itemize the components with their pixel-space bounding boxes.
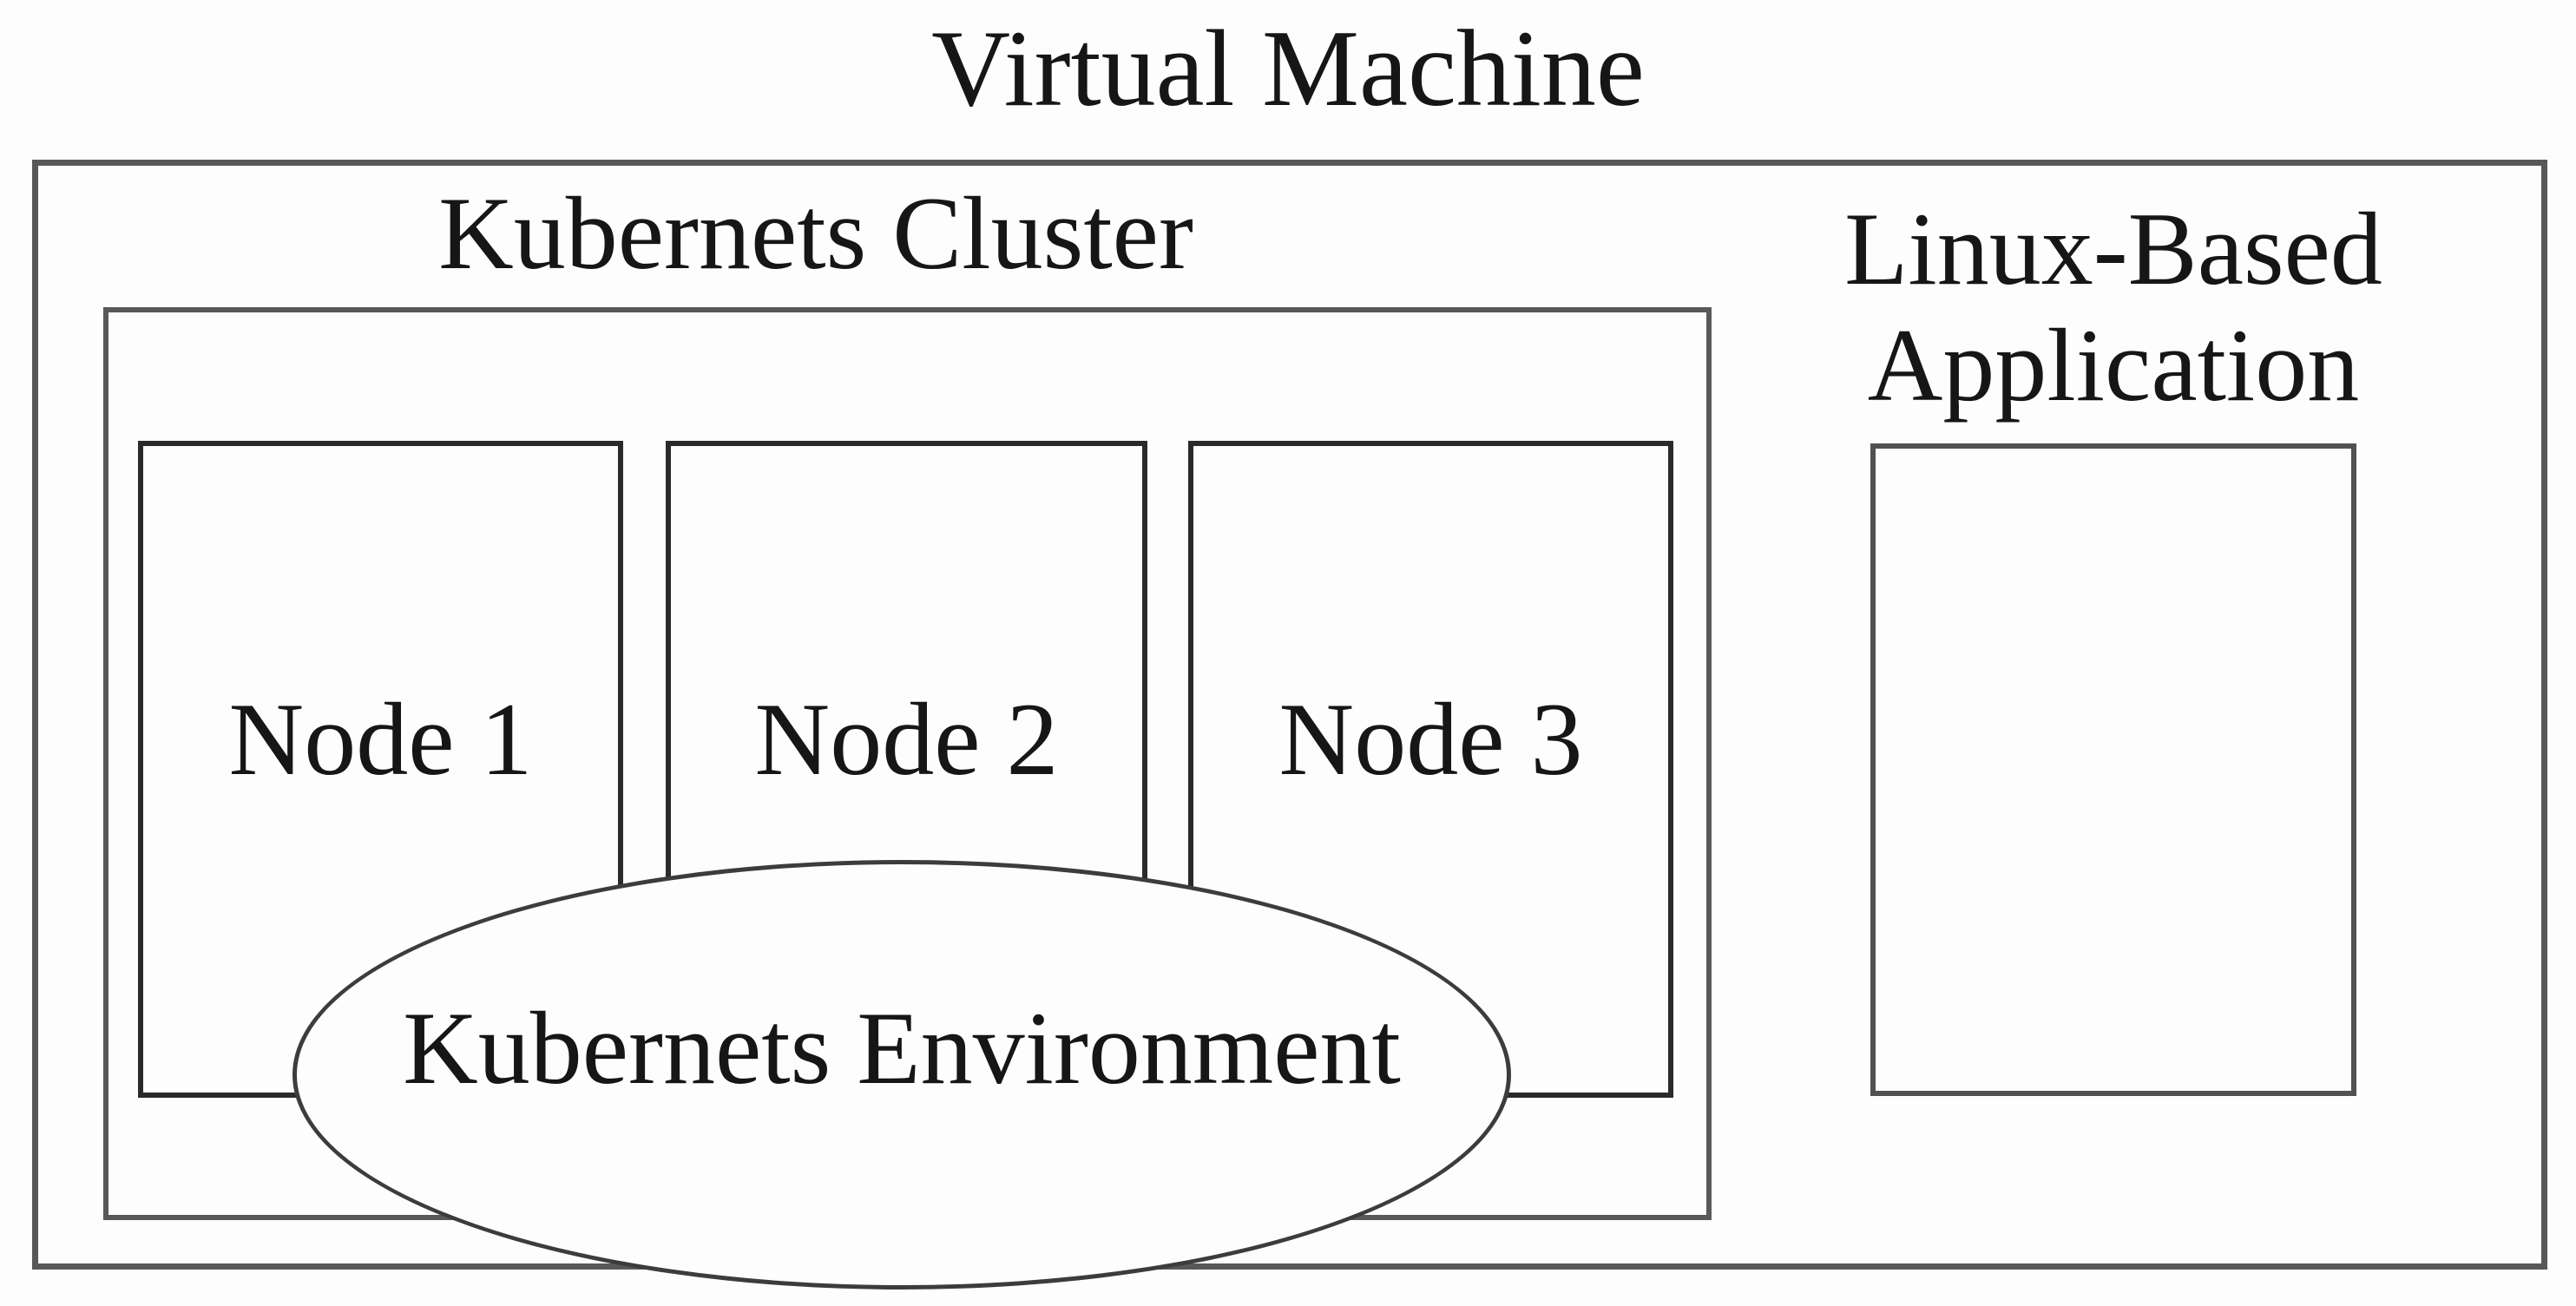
linux-application-label-line1: Linux-Based: [1844, 191, 2382, 306]
kubernetes-cluster-label: Kubernets Cluster: [438, 175, 1193, 291]
linux-application-label-line2: Application: [1867, 307, 2360, 423]
linux-application-label: Linux-Based Application: [1788, 191, 2439, 424]
node-1-box: Node 1: [138, 441, 623, 1098]
node-3-box: Node 3: [1188, 441, 1673, 1098]
node-1-label: Node 1: [228, 680, 533, 797]
node-2-label: Node 2: [754, 680, 1059, 797]
kubernetes-environment-label: Kubernets Environment: [403, 989, 1401, 1106]
node-2-box: Node 2: [666, 441, 1147, 1098]
linux-application-box: [1870, 443, 2356, 1096]
virtual-machine-box: [32, 160, 2547, 1270]
kubernetes-environment-ellipse: Kubernets Environment: [292, 860, 1511, 1290]
diagram-title: Virtual Machine: [931, 9, 1645, 129]
node-3-label: Node 3: [1278, 680, 1583, 797]
